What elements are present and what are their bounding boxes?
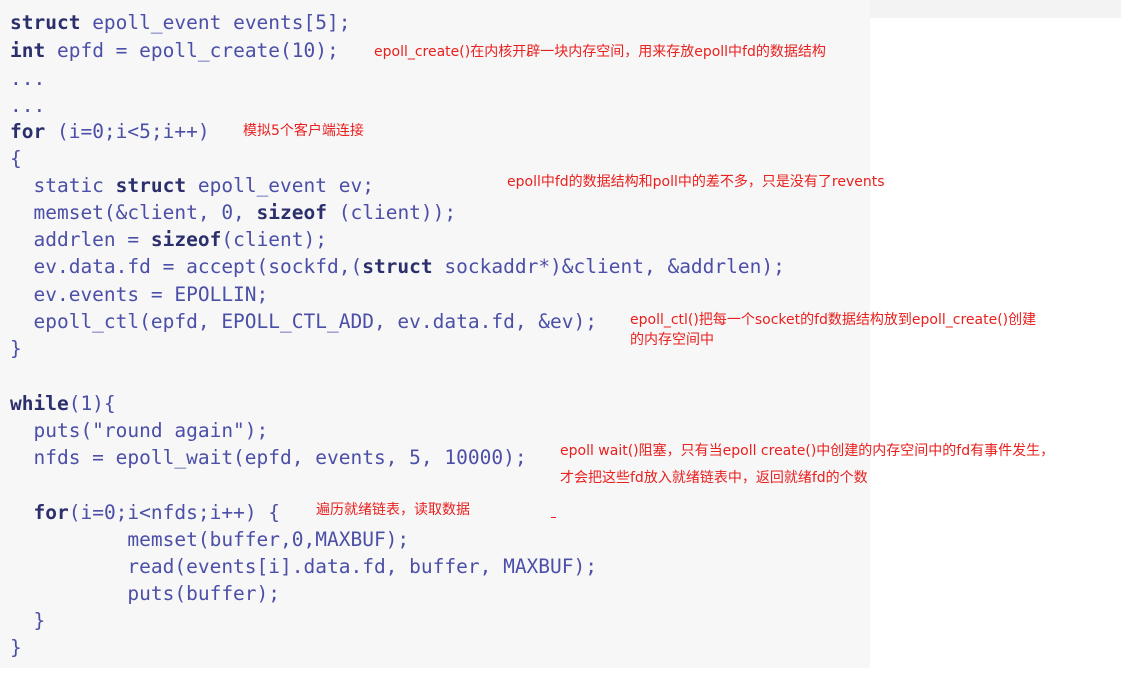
code-line-03: ... — [10, 69, 45, 89]
code-token: ... — [10, 94, 46, 117]
code-token: (1){ — [68, 392, 116, 415]
code-line-04: ... — [10, 96, 45, 116]
code-token — [10, 501, 33, 524]
code-line-01: struct epoll_event events[5]; — [10, 13, 350, 33]
code-keyword: for — [33, 501, 69, 524]
code-token: } — [10, 609, 46, 632]
code-line-10: ev.data.fd = accept(sockfd,(struct socka… — [10, 255, 785, 278]
code-line-14: while(1){ — [10, 394, 116, 414]
code-keyword: struct — [10, 11, 81, 34]
code-token: (client)); — [327, 201, 457, 224]
code-line-16: nfds = epoll_wait(epfd, events, 5, 10000… — [10, 446, 527, 469]
code-token: read(events[i].data.fd, buffer, MAXBUF); — [10, 555, 597, 578]
note-simulate-clients: 模拟5个客户端连接 — [243, 123, 364, 139]
code-token: epfd = epoll_create(10); — [45, 39, 339, 62]
code-token: (i=0;i<nfds;i++) { — [68, 501, 281, 524]
code-keyword: sizeof — [256, 201, 327, 224]
code-token: puts(buffer); — [10, 582, 281, 605]
code-token: { — [10, 147, 22, 170]
code-keyword: while — [10, 392, 69, 415]
note-epoll-ctl-1: epoll_ctl()把每一个socket的fd数据结构放到epoll_crea… — [630, 312, 1037, 328]
top-right-strip — [870, 0, 1121, 18]
code-line-05: for (i=0;i<5;i++) — [10, 122, 210, 142]
code-token: epoll_event ev; — [186, 174, 374, 197]
code-token: ev.events = EPOLLIN; — [10, 283, 269, 306]
code-token: (client); — [221, 228, 328, 251]
code-line-17: for(i=0;i<nfds;i++) { — [10, 503, 280, 523]
code-line-09: addrlen = sizeof(client); — [10, 230, 327, 250]
note-epoll-wait-2: 才会把这些fd放入就绪链表中，返回就绪fd的个数 — [560, 470, 868, 486]
code-panel — [0, 0, 870, 668]
code-token: nfds = epoll_wait(epfd, events, 5, 10000… — [10, 446, 527, 469]
note-traverse: 遍历就绪链表，读取数据 — [316, 502, 470, 518]
code-line-21: } — [10, 611, 45, 631]
code-line-15: puts("round again"); — [10, 421, 268, 441]
code-line-13: } — [10, 339, 22, 359]
note-epoll-create: epoll_create()在内核开辟一块内存空间，用来存放epoll中fd的数… — [374, 44, 826, 60]
code-line-02: int epfd = epoll_create(10); — [10, 41, 339, 61]
code-line-18: memset(buffer,0,MAXBUF); — [10, 530, 409, 550]
note-epoll-wait-1: epoll wait()阻塞，只有当epoll create()中创建的内存空间… — [560, 443, 1055, 459]
code-line-12: epoll_ctl(epfd, EPOLL_CTL_ADD, ev.data.f… — [10, 312, 597, 332]
code-line-08: memset(&client, 0, sizeof (client)); — [10, 203, 456, 223]
code-line-19: read(events[i].data.fd, buffer, MAXBUF); — [10, 557, 597, 577]
code-line-06: { — [10, 149, 22, 169]
annotation-dash — [551, 517, 556, 518]
code-line-20: puts(buffer); — [10, 584, 280, 604]
code-keyword: int — [10, 39, 46, 62]
code-keyword: struct — [362, 255, 433, 278]
code-token: puts("round again"); — [10, 419, 269, 442]
code-token: ... — [10, 67, 46, 90]
code-keyword: for — [10, 120, 46, 143]
code-token: memset(&client, 0, — [10, 201, 257, 224]
code-line-22: } — [10, 638, 22, 658]
code-token: addrlen = — [10, 228, 151, 251]
code-token: epoll_event events[5]; — [80, 11, 351, 34]
code-keyword: struct — [115, 174, 187, 197]
code-token: static — [10, 174, 116, 197]
code-token: memset(buffer,0,MAXBUF); — [10, 528, 410, 551]
code-line-11: ev.events = EPOLLIN; — [10, 285, 268, 305]
note-fd-structure: epoll中fd的数据结构和poll中的差不多，只是没有了revents — [507, 174, 885, 190]
code-token: } — [10, 636, 22, 659]
code-keyword: sizeof — [150, 228, 222, 251]
code-token: sockaddr*)&client, &addrlen); — [432, 255, 785, 278]
code-token: ev.data.fd = accept(sockfd,( — [10, 255, 363, 278]
code-token: (i=0;i<5;i++) — [45, 120, 210, 143]
note-epoll-ctl-2: 的内存空间中 — [630, 332, 714, 348]
code-token: } — [10, 337, 22, 360]
code-token: epoll_ctl(epfd, EPOLL_CTL_ADD, ev.data.f… — [10, 310, 597, 333]
code-line-07: static struct epoll_event ev; — [10, 176, 374, 196]
